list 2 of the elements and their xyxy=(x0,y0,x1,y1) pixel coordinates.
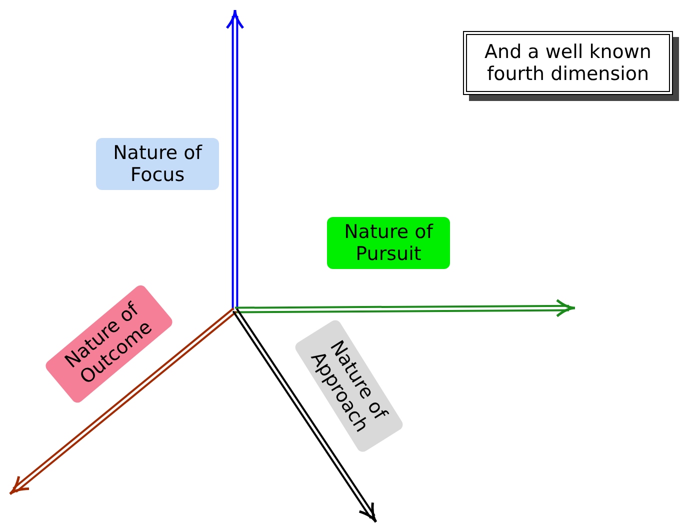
axis-label: Nature of Pursuit xyxy=(327,217,450,269)
axis-label: Nature of Focus xyxy=(96,138,219,190)
